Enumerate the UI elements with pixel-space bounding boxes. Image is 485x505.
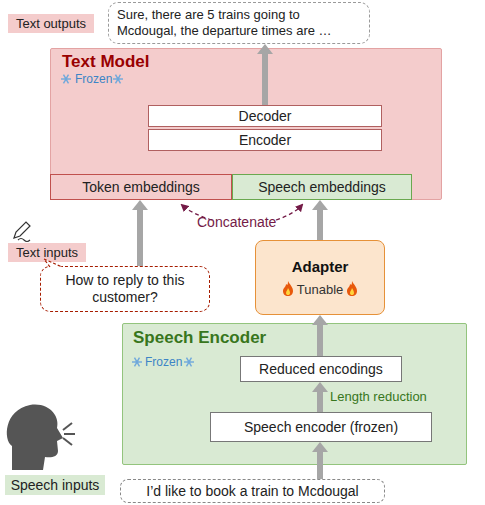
node-label: Speech inputs <box>11 477 100 494</box>
node-label: How to reply to this customer? <box>53 272 197 306</box>
flow-arrow <box>257 44 273 105</box>
snowflake-icon <box>184 358 194 367</box>
flow-arrow <box>312 315 328 356</box>
process-box: Encoder <box>148 129 382 151</box>
arrow-shaft <box>137 210 143 266</box>
output-tag: Text outputs <box>8 14 94 33</box>
arrow-shaft <box>317 325 323 356</box>
flow-arrow <box>312 382 328 412</box>
fire-icon <box>283 281 293 296</box>
node-label: Speech embeddings <box>258 179 386 196</box>
arrow-shaft <box>317 392 323 412</box>
speech-bubble: I’d like to book a train to Mcdougal <box>120 479 385 503</box>
node-label: Reduced encodings <box>259 361 383 378</box>
arrow-head <box>312 200 328 210</box>
node-label: Sure, there are 5 trains going to Mcdoug… <box>117 7 361 38</box>
process-box: Decoder <box>148 105 382 127</box>
node-label: Speech Encoder <box>133 328 266 348</box>
speech-bubble: How to reply to this customer? <box>40 266 210 312</box>
flow-arrow <box>132 200 148 266</box>
node-label: Token embeddings <box>82 179 200 196</box>
annotation-label: Concatenate <box>197 214 276 230</box>
node-label: Encoder <box>239 132 291 149</box>
snowflake-icon <box>113 75 123 84</box>
snowflake-icon <box>61 75 71 84</box>
arrow-head <box>312 382 328 392</box>
input-tag: Speech inputs <box>5 475 105 495</box>
node-label: Decoder <box>239 108 292 125</box>
fire-icon <box>347 281 357 296</box>
model-block: Text ModelFrozenDecoderEncoderToken embe… <box>50 48 442 200</box>
snowflake-icon <box>132 358 142 367</box>
pencil-stroke <box>18 239 30 242</box>
node-sublabel: Frozen <box>75 73 112 87</box>
node-sublabel: Frozen <box>145 356 182 370</box>
process-box: Speech encoder (frozen) <box>210 412 432 442</box>
node-label: Text Model <box>62 52 150 72</box>
node-label: Speech encoder (frozen) <box>244 419 398 436</box>
node-label: Text inputs <box>16 245 78 261</box>
flow-arrow <box>312 442 328 479</box>
process-box: Reduced encodings <box>240 356 402 382</box>
node-label: Text outputs <box>16 16 86 32</box>
concatenate-leader <box>276 205 302 220</box>
sound-line <box>63 438 72 445</box>
speech-bubble: Sure, there are 5 trains going to Mcdoug… <box>108 2 370 44</box>
arrow-shaft <box>262 54 268 105</box>
embedding-box: Speech embeddings <box>232 174 412 200</box>
input-tag: Text inputs <box>8 243 86 262</box>
arrow-shaft <box>317 210 323 240</box>
bubble-tail <box>44 259 62 267</box>
arrow-shaft <box>317 452 323 479</box>
pencil-icon <box>14 222 30 238</box>
speaker-head-icon <box>7 405 63 470</box>
node-label: I’d like to book a train to Mcdougal <box>146 483 358 500</box>
arrow-head <box>132 200 148 210</box>
arrow-head <box>257 44 273 54</box>
embedding-box: Token embeddings <box>50 174 232 200</box>
node-sublabel: Tunable <box>297 282 344 298</box>
node-label: Adapter <box>292 258 349 276</box>
arrow-head <box>312 442 328 452</box>
adapter-box: AdapterTunable <box>255 240 385 315</box>
flow-arrow <box>312 200 328 240</box>
sound-line <box>63 423 72 430</box>
sound-line <box>64 433 75 435</box>
edge-label: Length reduction <box>330 389 427 404</box>
arrow-head <box>312 315 328 325</box>
